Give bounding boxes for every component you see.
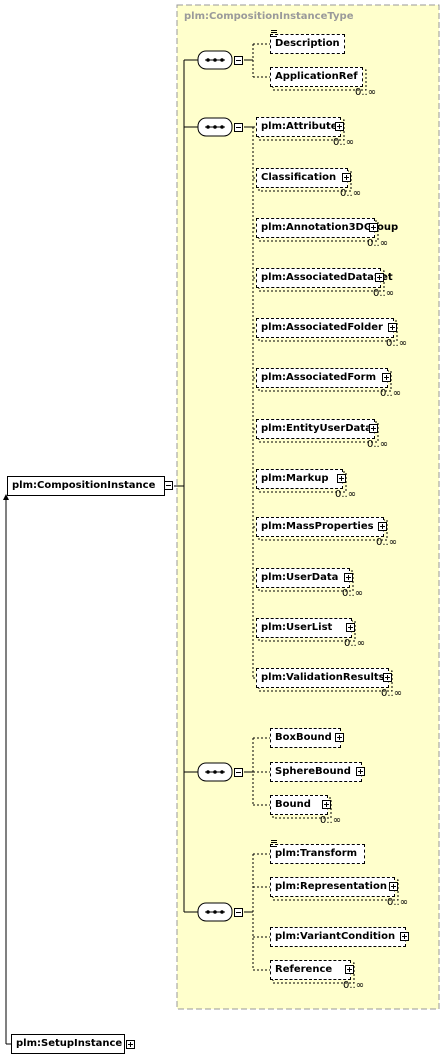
schema-element[interactable]: plm:UserData xyxy=(256,568,350,588)
type-label: plm:CompositionInstanceType xyxy=(184,11,354,22)
schema-element[interactable]: plm:Annotation3DGroup xyxy=(256,218,398,238)
schema-element-label: plm:UserData xyxy=(261,572,339,583)
schema-element[interactable]: Bound xyxy=(270,795,328,815)
cardinality-label: 0..∞ xyxy=(344,638,366,649)
collapse-icon[interactable] xyxy=(234,768,243,777)
cardinality-label: 0..∞ xyxy=(367,238,389,249)
cardinality-label: 0..∞ xyxy=(335,489,357,500)
expand-icon[interactable] xyxy=(375,273,384,282)
expand-icon[interactable] xyxy=(342,173,351,182)
cardinality-label: 0..∞ xyxy=(342,588,364,599)
expand-icon[interactable] xyxy=(335,122,344,131)
collapse-icon[interactable] xyxy=(234,56,243,65)
expand-icon[interactable] xyxy=(126,1040,135,1049)
schema-element[interactable]: plm:AssociatedForm xyxy=(256,368,388,388)
schema-element-label: plm:AssociatedForm xyxy=(261,372,376,383)
schema-element[interactable]: plm:AssociatedFolder xyxy=(256,318,394,338)
expand-icon[interactable] xyxy=(344,573,353,582)
schema-element-label: plm:Markup xyxy=(261,473,329,484)
schema-element-label: plm:VariantCondition xyxy=(275,931,396,942)
schema-element-label: plm:Representation xyxy=(275,881,387,892)
collapse-icon[interactable] xyxy=(164,481,173,490)
expand-icon[interactable] xyxy=(400,932,409,941)
schema-element-label: SphereBound xyxy=(275,766,351,777)
schema-element[interactable]: plm:AssociatedDataSet xyxy=(256,268,393,288)
schema-element-label: plm:AssociatedDataSet xyxy=(261,272,393,283)
cardinality-label: 0..∞ xyxy=(340,188,362,199)
expand-icon[interactable] xyxy=(337,474,346,483)
root-element-label: plm:CompositionInstance xyxy=(12,480,156,491)
schema-element[interactable]: Description xyxy=(270,34,345,54)
schema-element[interactable]: Classification xyxy=(256,168,348,188)
expand-icon[interactable] xyxy=(378,522,387,531)
schema-element[interactable]: SphereBound xyxy=(270,762,362,782)
expand-icon[interactable] xyxy=(346,623,355,632)
schema-element[interactable]: BoxBound xyxy=(270,728,341,748)
schema-element-label: plm:ValidationResults xyxy=(261,672,385,683)
schema-element-label: Bound xyxy=(275,799,311,810)
cardinality-label: 0..∞ xyxy=(333,137,355,148)
schema-element-label: Description xyxy=(275,38,340,49)
expand-icon[interactable] xyxy=(356,767,365,776)
schema-element[interactable]: plm:Transform xyxy=(270,844,365,864)
schema-element[interactable]: Reference xyxy=(270,960,351,980)
schema-element[interactable]: plm:EntityUserData xyxy=(256,419,375,439)
documentation-icon xyxy=(271,30,277,37)
collapse-icon[interactable] xyxy=(234,908,243,917)
expand-icon[interactable] xyxy=(345,965,354,974)
expand-icon[interactable] xyxy=(382,373,391,382)
cardinality-label: 0..∞ xyxy=(387,897,409,908)
root-element[interactable]: plm:CompositionInstance xyxy=(7,476,165,496)
sibling-element[interactable]: plm:SetupInstance xyxy=(11,1034,125,1054)
schema-element-label: BoxBound xyxy=(275,732,332,743)
expand-icon[interactable] xyxy=(389,882,398,891)
cardinality-label: 0..∞ xyxy=(381,688,403,699)
expand-icon[interactable] xyxy=(388,323,397,332)
schema-element-label: plm:MassProperties xyxy=(261,521,374,532)
expand-icon[interactable] xyxy=(369,223,378,232)
schema-element-label: plm:UserList xyxy=(261,622,333,633)
sibling-element-label: plm:SetupInstance xyxy=(16,1038,123,1049)
schema-element[interactable]: ApplicationRef xyxy=(270,67,363,87)
cardinality-label: 0..∞ xyxy=(380,388,402,399)
schema-element-label: plm:Attribute xyxy=(261,121,338,132)
collapse-icon[interactable] xyxy=(234,123,243,132)
schema-element[interactable]: plm:Representation xyxy=(270,877,395,897)
schema-element[interactable]: plm:UserList xyxy=(256,618,352,638)
expand-icon[interactable] xyxy=(369,424,378,433)
cardinality-label: 0..∞ xyxy=(386,338,408,349)
schema-element-label: plm:EntityUserData xyxy=(261,423,372,434)
expand-icon[interactable] xyxy=(383,673,392,682)
arrow-icon xyxy=(3,494,9,500)
cardinality-label: 0..∞ xyxy=(343,980,365,991)
cardinality-label: 0..∞ xyxy=(355,87,377,98)
schema-element-label: Classification xyxy=(261,172,337,183)
schema-element-label: plm:Transform xyxy=(275,848,358,859)
schema-element[interactable]: plm:Markup xyxy=(256,469,343,489)
schema-element[interactable]: plm:ValidationResults xyxy=(256,668,389,688)
schema-element-label: plm:AssociatedFolder xyxy=(261,322,383,333)
expand-icon[interactable] xyxy=(335,733,344,742)
schema-element-label: plm:Annotation3DGroup xyxy=(261,222,399,233)
cardinality-label: 0..∞ xyxy=(320,815,342,826)
expand-icon[interactable] xyxy=(322,800,331,809)
schema-element-label: ApplicationRef xyxy=(275,71,358,82)
schema-element[interactable]: plm:MassProperties xyxy=(256,517,384,537)
documentation-icon xyxy=(271,840,277,847)
cardinality-label: 0..∞ xyxy=(373,288,395,299)
schema-element[interactable]: plm:VariantCondition xyxy=(270,927,406,947)
cardinality-label: 0..∞ xyxy=(376,537,398,548)
schema-element[interactable]: plm:Attribute xyxy=(256,117,341,137)
cardinality-label: 0..∞ xyxy=(367,439,389,450)
schema-element-label: Reference xyxy=(275,964,333,975)
